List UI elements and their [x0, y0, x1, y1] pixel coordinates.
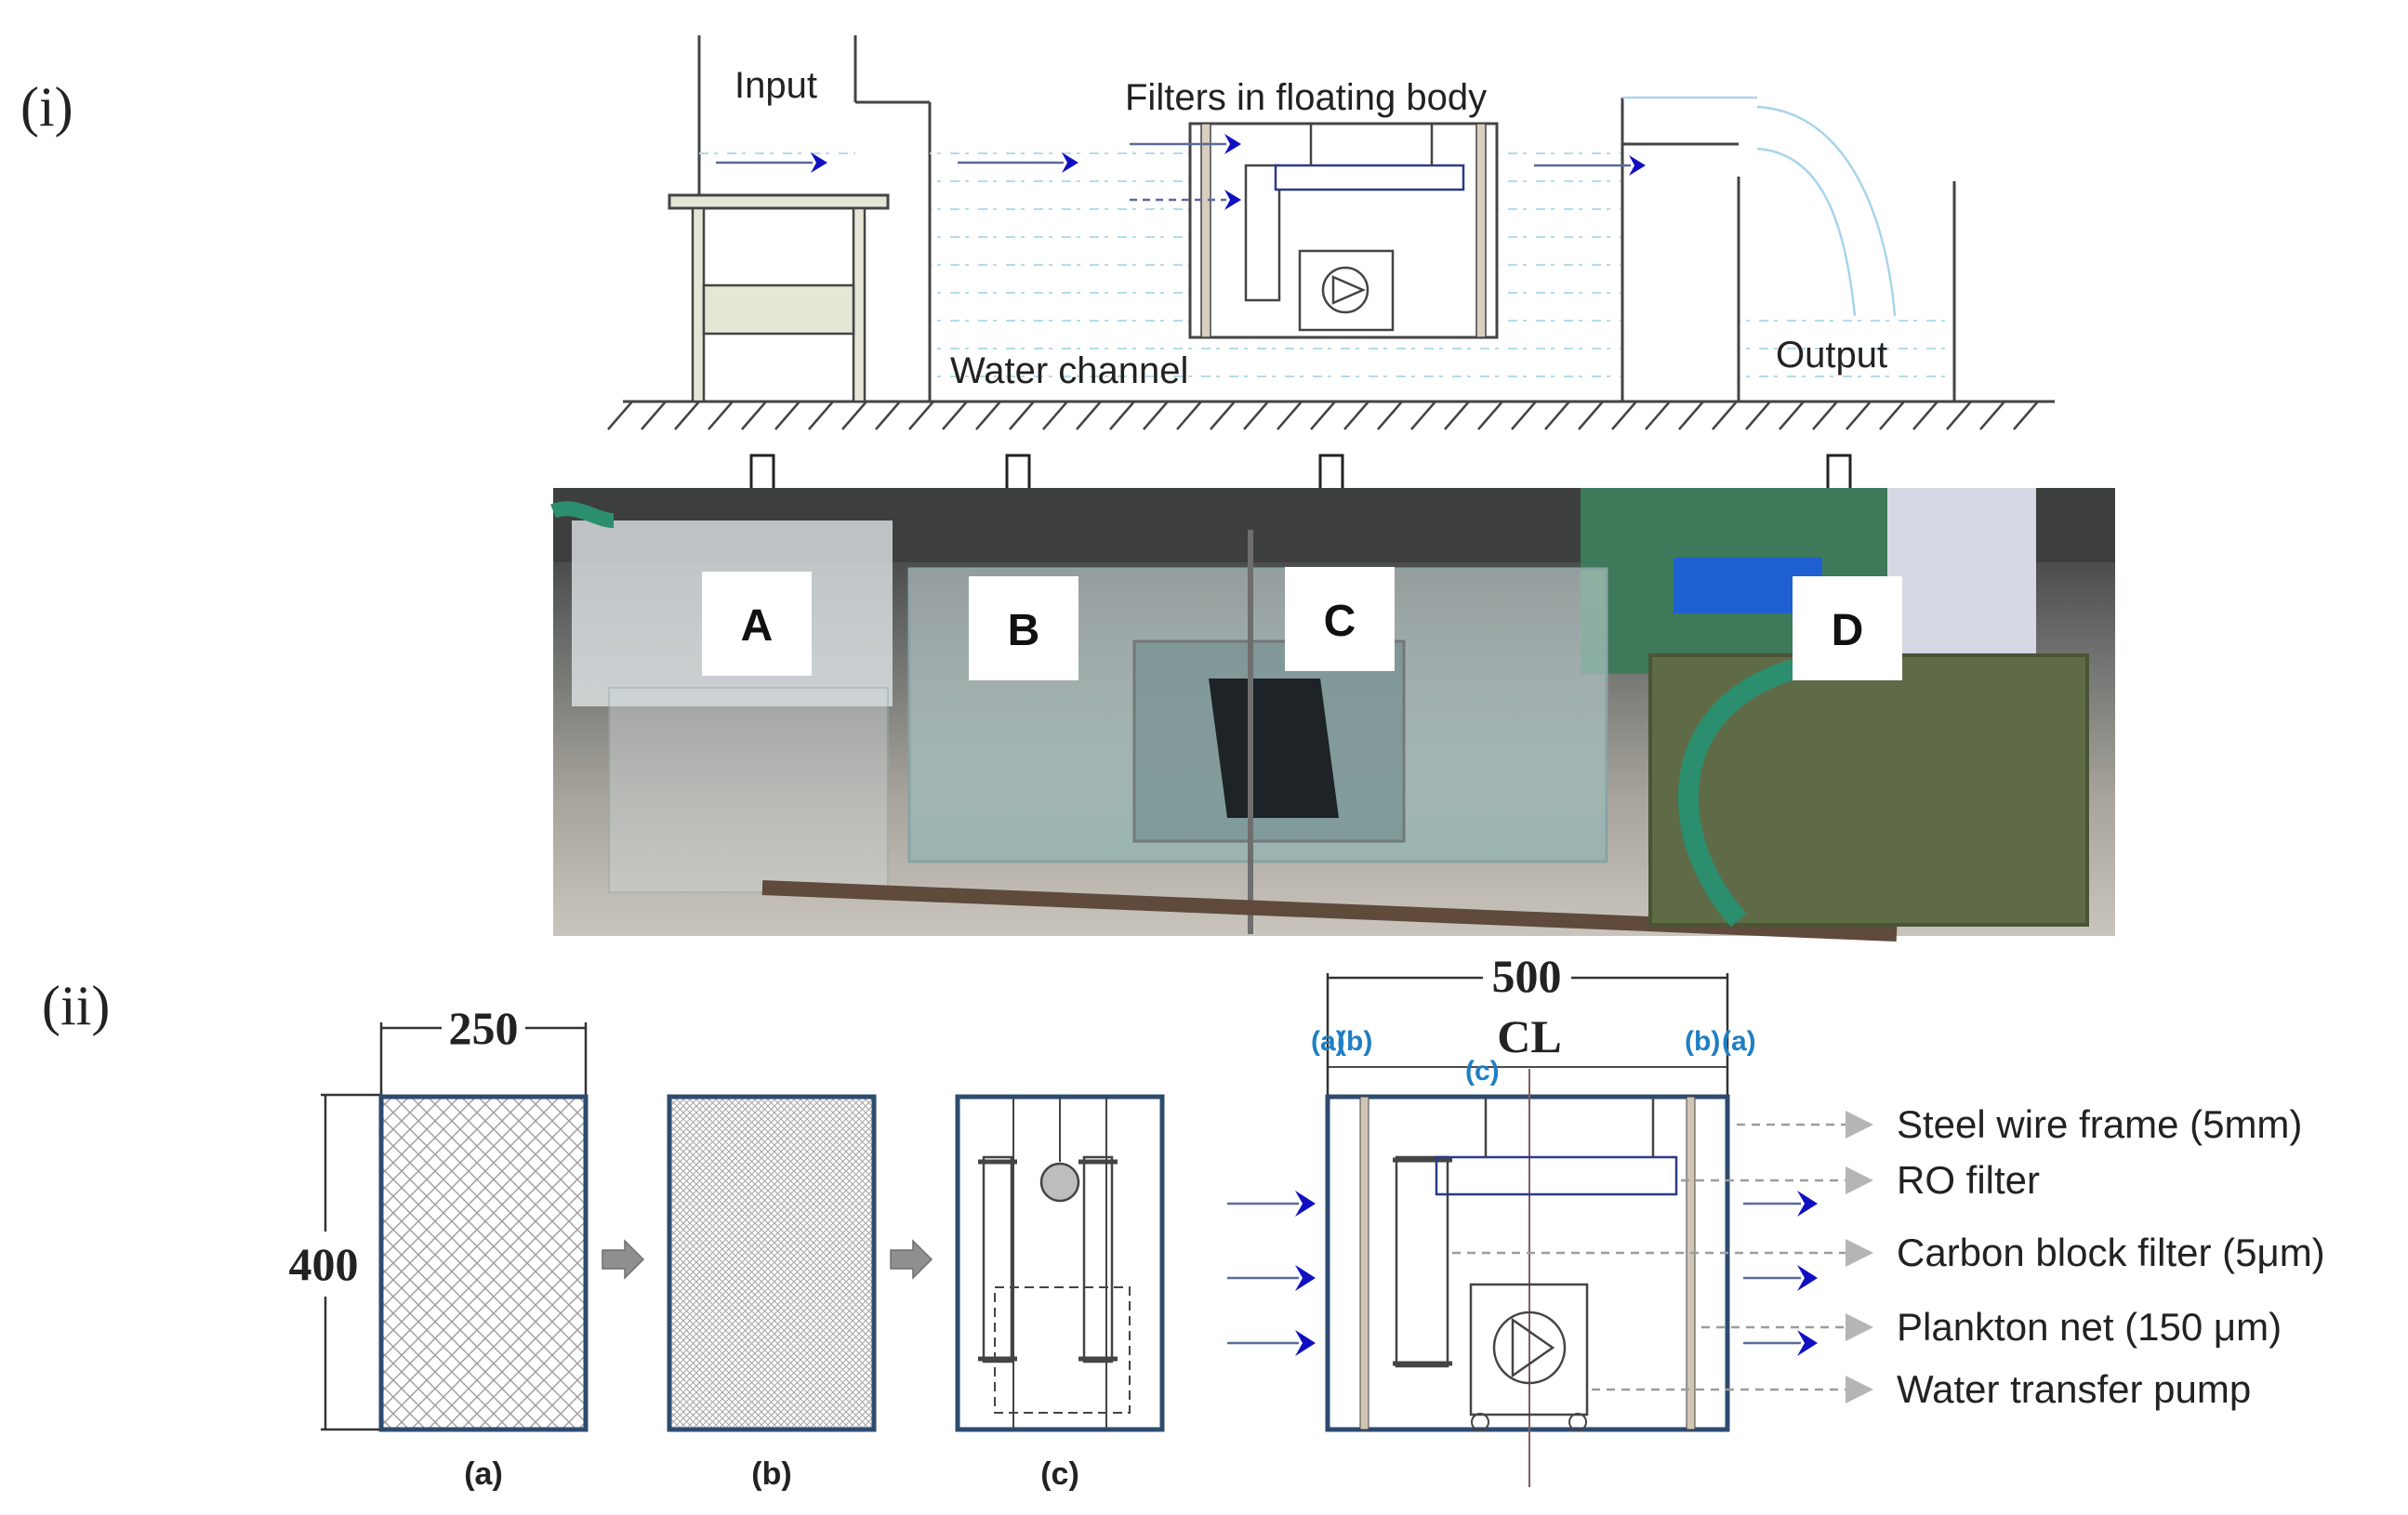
dim-500: [1326, 973, 1729, 1097]
section-tags: (a) (b) (c) (b) (a): [1311, 1026, 1756, 1087]
sub-a-label: (a): [464, 1456, 503, 1492]
flow-arrows-section: [1227, 1191, 1818, 1356]
section-flow-arrow: [1743, 1330, 1818, 1356]
channel-label: Water channel: [950, 350, 1188, 391]
section-flow-arrow: [1227, 1330, 1316, 1356]
dim-total-label: 500: [1492, 950, 1562, 1002]
legend-item: Carbon block filter (5μm): [1897, 1231, 2325, 1274]
dim-250: [379, 1022, 588, 1095]
photo-marker-label: B: [1008, 606, 1040, 655]
floating-body: [1188, 122, 1499, 339]
input-label: Input: [734, 65, 817, 106]
photo-marker-label: A: [741, 601, 774, 651]
photo-markers: A B C D: [702, 567, 1902, 680]
lab-photo: [550, 488, 2115, 942]
dim-width-label: 250: [449, 1002, 519, 1054]
flow-arrow: [716, 152, 827, 173]
dim-height-label: 400: [289, 1238, 359, 1290]
output-label: Output: [1776, 335, 1887, 375]
photo-marker: D: [1793, 576, 1902, 680]
tag-a-right: (a): [1722, 1026, 1756, 1057]
legend-item: Plankton net (150 μm): [1897, 1305, 2282, 1349]
tag-a-left: (a): [1311, 1026, 1345, 1057]
flow-arrow: [1130, 134, 1241, 154]
legend-item: Steel wire frame (5mm): [1897, 1102, 2302, 1146]
flow-arrow: [1130, 190, 1241, 210]
centerline-label: CL: [1497, 1010, 1561, 1062]
legend-leaders: [1452, 1111, 1873, 1403]
plankton-net-panel: [667, 1094, 877, 1432]
filter-assembly-c: [955, 1094, 1165, 1432]
ground-hatch: [607, 400, 2055, 430]
gray-step-arrows: [602, 1239, 933, 1280]
tag-b-left: (b): [1337, 1026, 1372, 1057]
photo-marker-label: C: [1324, 597, 1356, 646]
input-table: [668, 193, 890, 403]
legend-item: RO filter: [1897, 1158, 2040, 1202]
legend-item: Water transfer pump: [1897, 1367, 2251, 1411]
section-flow-arrow: [1743, 1191, 1818, 1217]
photo-marker: A: [702, 572, 812, 676]
photo-marker: C: [1285, 567, 1395, 671]
dim-400: [321, 1093, 381, 1431]
sub-c-label: (c): [1040, 1456, 1079, 1492]
steel-wire-frame: [378, 1094, 589, 1432]
sub-b-label: (b): [751, 1456, 791, 1492]
photo-marker-label: D: [1832, 606, 1864, 655]
input-tank: [697, 35, 932, 200]
panel-i-label: (i): [20, 76, 73, 138]
section-flow-arrow: [1743, 1265, 1818, 1291]
flow-arrow: [1534, 155, 1646, 176]
tag-b-right: (b): [1685, 1026, 1720, 1057]
flow-arrows-top: [716, 134, 1646, 210]
section-flow-arrow: [1227, 1265, 1316, 1291]
flow-arrow: [958, 152, 1078, 173]
section-flow-arrow: [1227, 1191, 1316, 1217]
cross-section: [1325, 1069, 1730, 1487]
photo-marker: B: [969, 576, 1078, 680]
output-tank: [1621, 96, 1956, 402]
panel-ii-label: (ii): [42, 975, 110, 1036]
tag-c: (c): [1465, 1056, 1500, 1087]
filters-label: Filters in floating body: [1125, 77, 1487, 118]
